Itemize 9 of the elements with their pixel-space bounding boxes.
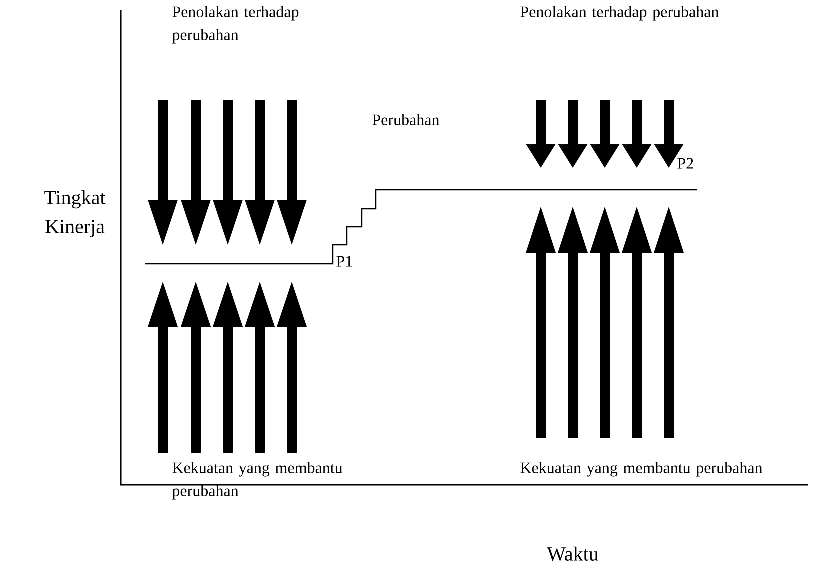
- label: P2: [678, 158, 694, 169]
- label: Penolakan terhadap perubahan: [172, 6, 299, 44]
- label: Penolakan terhadap perubahan: [520, 6, 719, 21]
- label: Kekuatan yang membantu perubahan: [520, 462, 763, 477]
- label: P1: [336, 256, 352, 267]
- label: Waktu: [547, 546, 599, 562]
- label: Kekuatan yang membantu perubahan: [172, 462, 343, 500]
- label: Tingkat Kinerja: [44, 190, 106, 238]
- label: Perubahan: [372, 114, 440, 126]
